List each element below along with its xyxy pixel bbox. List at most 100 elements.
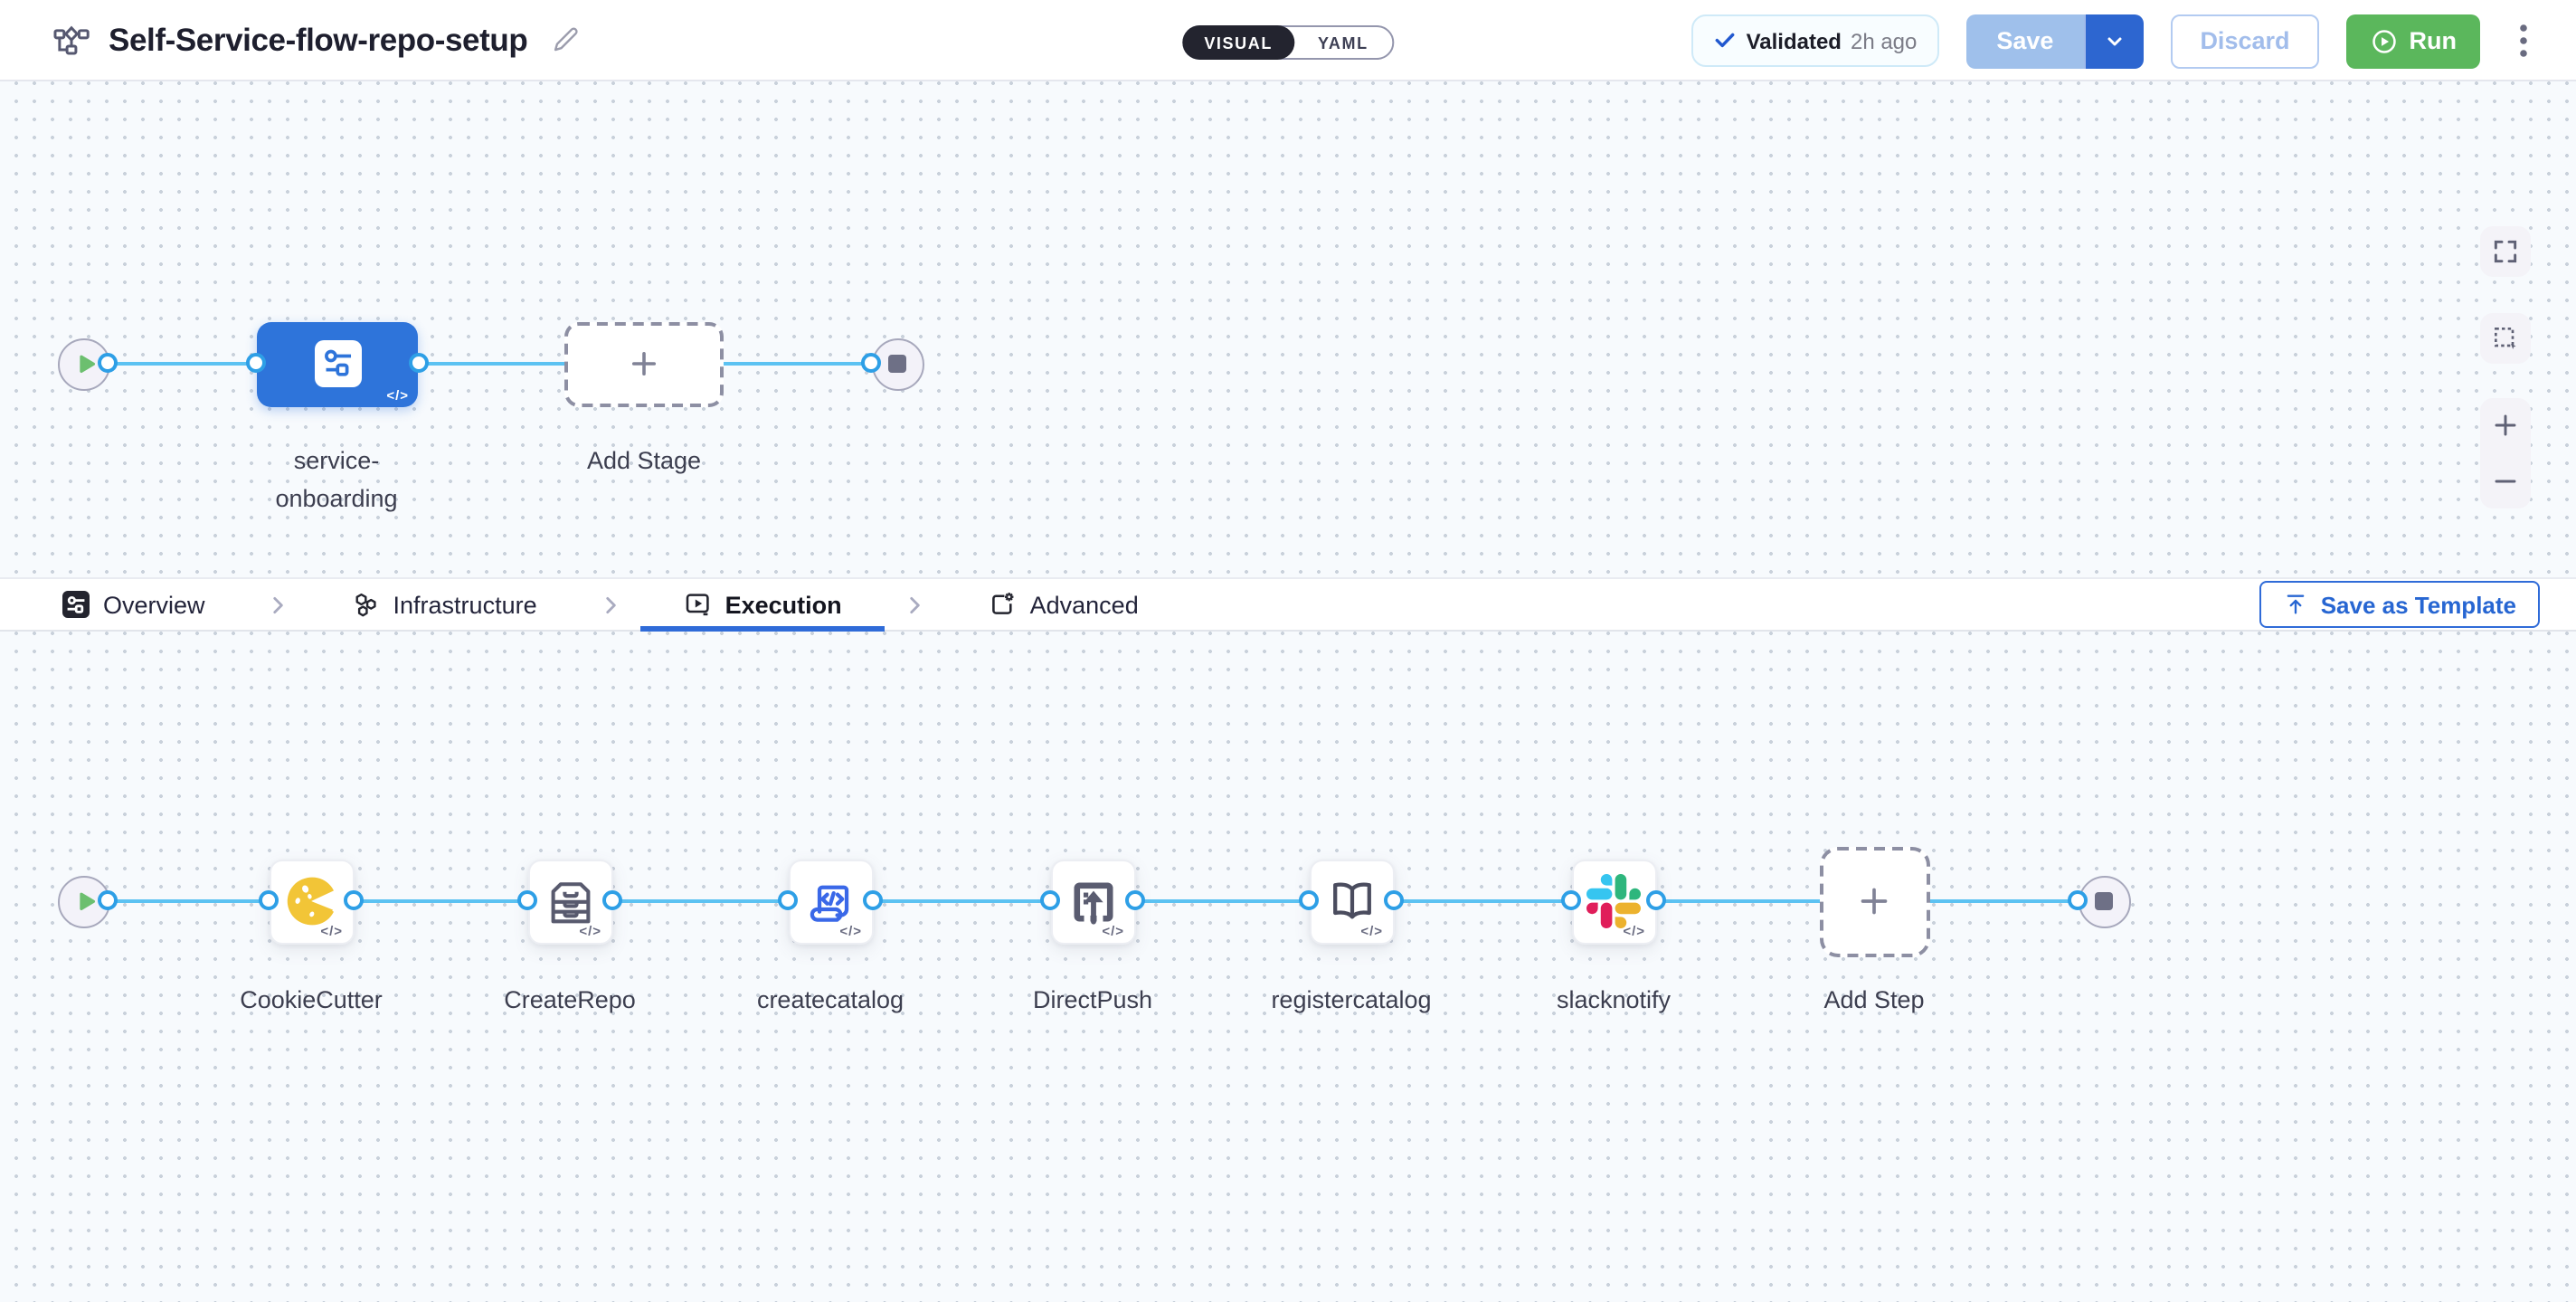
port[interactable] (860, 353, 881, 374)
validated-label: Validated (1746, 28, 1842, 53)
port[interactable] (2068, 890, 2088, 911)
code-badge: </> (1360, 922, 1383, 938)
step-node-cookiecutter[interactable]: </> (269, 859, 354, 944)
selection-mode-button[interactable] (2480, 313, 2531, 364)
selection-box-icon (2495, 328, 2516, 349)
port[interactable] (601, 890, 622, 911)
zoom-controls (2480, 398, 2531, 508)
chevron-down-icon (2104, 30, 2126, 52)
port[interactable] (245, 353, 266, 374)
port[interactable] (258, 890, 279, 911)
run-label: Run (2409, 27, 2458, 54)
overview-stage-icon (62, 591, 90, 618)
upload-icon (2287, 594, 2305, 614)
add-step-button[interactable] (1819, 846, 1929, 956)
save-split-button: Save (1965, 14, 2145, 68)
createcatalog-script-icon (809, 884, 848, 921)
step-label: CreateRepo (504, 986, 636, 1013)
tab-advanced[interactable]: Advanced (945, 579, 1182, 630)
tab-label: Infrastructure (393, 591, 537, 618)
cookiecutter-icon (287, 877, 334, 926)
step-node-slacknotify[interactable]: </> (1571, 859, 1656, 944)
stage-label: service-onboarding (275, 447, 398, 512)
save-options-button[interactable] (2084, 14, 2145, 68)
zoom-in-button[interactable] (2480, 398, 2531, 453)
check-icon (1714, 29, 1738, 52)
code-badge: </> (1623, 922, 1645, 938)
step-node-createrepo[interactable]: </> (527, 859, 612, 944)
add-step-label: Add Step (1823, 986, 1925, 1013)
tab-execution[interactable]: Execution (639, 579, 886, 632)
port[interactable] (1560, 890, 1581, 911)
chevron-right-icon (267, 593, 290, 616)
step-label: DirectPush (1032, 986, 1153, 1013)
add-stage-button[interactable] (564, 321, 724, 406)
tab-label: Overview (103, 591, 205, 618)
stage-canvas[interactable]: </> service-onboarding Add Stage (0, 81, 2576, 577)
port[interactable] (1645, 890, 1666, 911)
port[interactable] (862, 890, 883, 911)
chevron-right-icon (599, 593, 622, 616)
execution-end-node[interactable] (2078, 875, 2130, 927)
page-title: Self-Service-flow-repo-setup (109, 22, 528, 58)
port[interactable] (98, 353, 118, 374)
fit-view-icon (2494, 240, 2517, 263)
port[interactable] (777, 890, 798, 911)
discard-button[interactable]: Discard (2171, 14, 2319, 68)
pipeline-end-node[interactable] (871, 337, 923, 390)
stage-tab-bar: Overview Infrastructure Execution (0, 577, 2576, 632)
step-label: slacknotify (1556, 986, 1672, 1013)
port[interactable] (343, 890, 364, 911)
port[interactable] (516, 890, 537, 911)
step-label: createcatalog (756, 986, 904, 1013)
stage-node-service-onboarding[interactable]: </> (257, 321, 418, 406)
plus-icon (631, 351, 657, 376)
port[interactable] (1124, 890, 1145, 911)
validated-badge[interactable]: Validated 2h ago (1691, 14, 1939, 67)
validated-time: 2h ago (1850, 28, 1918, 53)
tab-infrastructure[interactable]: Infrastructure (308, 579, 581, 630)
run-button[interactable]: Run (2345, 14, 2480, 68)
zoom-out-button[interactable] (2480, 453, 2531, 508)
infrastructure-hexagons-icon (356, 593, 377, 617)
port[interactable] (408, 353, 429, 374)
port[interactable] (1383, 890, 1404, 911)
code-badge: </> (1102, 922, 1124, 938)
pencil-icon[interactable] (549, 25, 580, 56)
toggle-yaml[interactable]: YAML (1317, 33, 1368, 52)
port[interactable] (98, 890, 118, 911)
play-triangle-icon (66, 346, 102, 382)
tab-label: Execution (724, 591, 842, 618)
step-label: CookieCutter (240, 986, 383, 1013)
save-as-template-label: Save as Template (2320, 591, 2516, 618)
port[interactable] (1298, 890, 1319, 911)
code-badge: </> (579, 922, 601, 938)
custom-stage-icon (314, 340, 361, 387)
directpush-upload-icon (1073, 881, 1113, 924)
chevron-right-icon (904, 593, 927, 616)
step-node-directpush[interactable]: </> (1050, 859, 1135, 944)
visual-yaml-toggle[interactable]: VISUAL YAML (1182, 25, 1394, 60)
fit-view-button[interactable] (2480, 226, 2531, 277)
plus-icon (1861, 888, 1888, 915)
stop-square-icon (887, 354, 907, 374)
kebab-menu-icon[interactable] (2507, 14, 2540, 68)
save-button[interactable]: Save (1965, 14, 2085, 68)
code-badge: </> (839, 922, 862, 938)
execution-canvas[interactable]: </> CookieCutter </> CreateRepo </> cre (0, 632, 2576, 1302)
slack-icon (1586, 874, 1641, 928)
tab-overview[interactable]: Overview (18, 579, 249, 630)
execution-play-icon (686, 594, 709, 616)
registercatalog-book-icon (1332, 881, 1370, 918)
step-node-createcatalog[interactable]: </> (788, 859, 873, 944)
step-label: registercatalog (1271, 986, 1432, 1013)
pipeline-flow-icon (52, 22, 90, 60)
port[interactable] (1039, 890, 1060, 911)
header-bar: Self-Service-flow-repo-setup VISUAL YAML… (0, 0, 2576, 81)
createrepo-drawers-icon (550, 881, 590, 923)
step-node-registercatalog[interactable]: </> (1309, 859, 1394, 944)
toggle-visual[interactable]: VISUAL (1182, 25, 1294, 60)
save-as-template-button[interactable]: Save as Template (2259, 581, 2540, 628)
run-play-icon (2370, 26, 2399, 55)
